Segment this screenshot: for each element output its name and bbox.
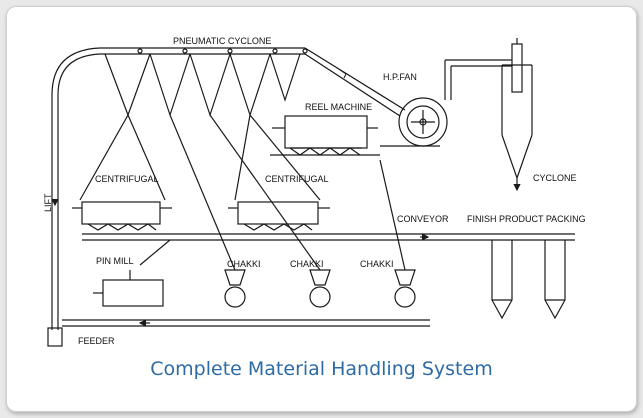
label-feeder: FEEDER — [78, 336, 115, 346]
chakki-feed-lines — [139, 114, 406, 271]
diagram-caption: Complete Material Handling System — [150, 358, 493, 380]
centrifugal-right — [228, 201, 330, 231]
label-chakki-2: CHAKKI — [290, 259, 324, 269]
label-centrifugal-right: CENTRIFUGAL — [265, 174, 329, 184]
label-lift: LIFT — [43, 193, 53, 212]
packing-hoppers — [491, 240, 566, 320]
label-pneumatic-cyclone: PNEUMATIC CYCLONE — [173, 36, 271, 46]
label-conveyor: CONVEYOR — [397, 214, 449, 224]
label-chakki-3: CHAKKI — [360, 259, 394, 269]
label-finish-product-packing: FINISH PRODUCT PACKING — [467, 214, 586, 224]
duct-to-fan — [304, 47, 406, 117]
cyclone — [501, 38, 533, 192]
feeder — [47, 327, 63, 347]
centrifugal-feed-funnels — [79, 114, 321, 201]
label-cyclone: CYCLONE — [533, 173, 577, 183]
chakki-machines — [224, 269, 416, 308]
label-centrifugal-left: CENTRIFUGAL — [95, 174, 159, 184]
centrifugal-left — [72, 201, 172, 231]
reel-machine — [270, 115, 380, 156]
label-hp-fan: H.P.FAN — [383, 72, 417, 82]
label-reel-machine: REEL MACHINE — [305, 102, 372, 112]
hp-fan — [380, 59, 512, 147]
pneumatic-cyclone-pipe — [100, 47, 308, 55]
conveyor — [82, 233, 575, 241]
label-chakki-1: CHAKKI — [227, 259, 261, 269]
cyclone-hoppers — [104, 53, 301, 117]
lift-duct — [51, 47, 101, 330]
pin-mill — [93, 270, 164, 307]
return-lines — [62, 319, 430, 327]
label-pin-mill: PIN MILL — [96, 256, 134, 266]
